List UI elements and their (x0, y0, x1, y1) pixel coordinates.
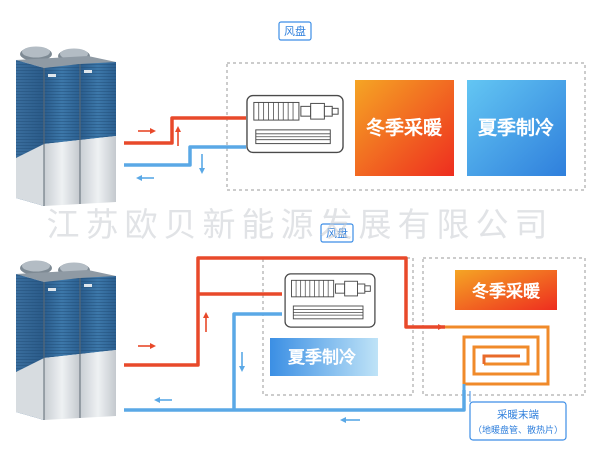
watermark-text: 江苏欧贝新能源发展有限公司 (47, 205, 554, 244)
top-flow-arrows (136, 126, 205, 181)
top-heating-box: 冬季采暖 (355, 80, 454, 176)
floor-heating-coil (445, 325, 550, 390)
top-hot-pipe (124, 116, 246, 145)
top-panel: 风盘 冬季采暖 夏季制冷 (15, 21, 586, 207)
bottom-flow-arrows (138, 312, 444, 423)
terminal-tag: 采暖末端 （地暖盘管、散热片） (469, 391, 567, 441)
bottom-fan-coil-unit (284, 273, 376, 328)
bottom-cold-fancoil-branch (232, 312, 282, 410)
bottom-panel: 风盘 夏季制冷 冬季采暖 采暖末端 （地暖盘管、散热片） (15, 223, 586, 441)
terminal-label-line2: （地暖盘管、散热片） (473, 424, 563, 436)
top-heating-label: 冬季采暖 (366, 116, 443, 139)
bottom-cooling-box: 夏季制冷 (270, 338, 378, 376)
bottom-heating-label: 冬季采暖 (472, 281, 541, 302)
bottom-pipes (124, 256, 466, 412)
terminal-label-line1: 采暖末端 (497, 408, 539, 421)
top-heat-pump-unit (15, 46, 117, 207)
bottom-heat-pump-unit (15, 260, 117, 421)
top-cooling-label: 夏季制冷 (478, 116, 554, 139)
top-fan-coil-tag: 风盘 (278, 21, 312, 41)
bottom-fan-coil-tag-text: 风盘 (326, 226, 348, 240)
top-cold-pipe (124, 145, 246, 167)
top-fan-coil-unit (246, 94, 344, 154)
bottom-cooling-label: 夏季制冷 (288, 347, 356, 368)
top-fan-coil-tag-text: 风盘 (284, 24, 306, 38)
bottom-fan-coil-tag: 风盘 (320, 223, 354, 243)
bottom-cold-return-pipe (124, 390, 466, 412)
top-dashed-frame (226, 62, 586, 191)
top-pipes (124, 116, 246, 167)
bottom-hot-main-pipe (124, 256, 445, 367)
top-cooling-box: 夏季制冷 (467, 80, 566, 176)
bottom-heating-box: 冬季采暖 (455, 270, 557, 310)
